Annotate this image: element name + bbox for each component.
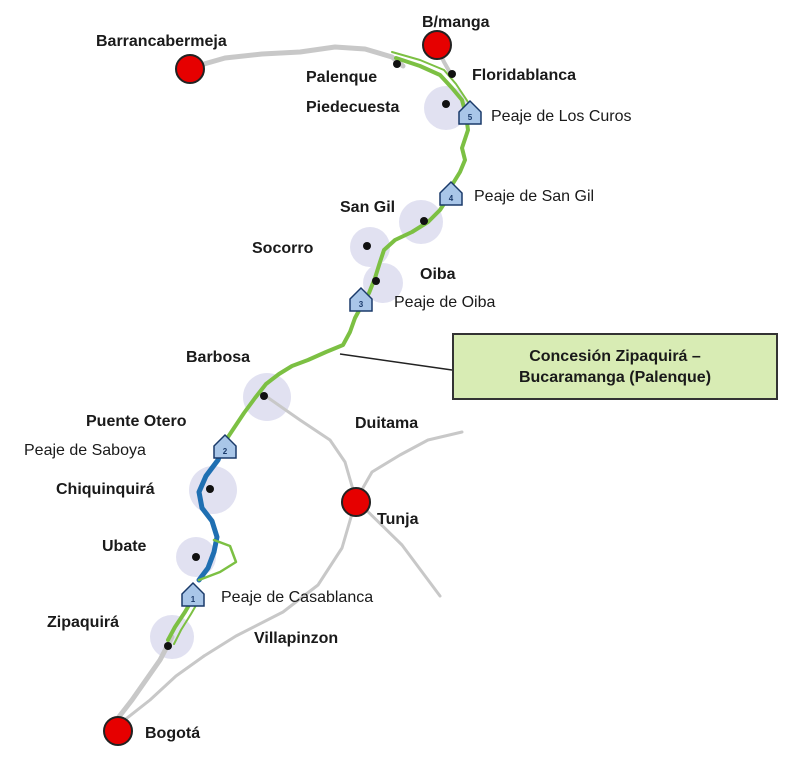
toll-badge-san-gil: 4 xyxy=(439,180,463,206)
route-north-double xyxy=(391,51,469,103)
capital-marker-bogota xyxy=(103,716,133,746)
dot-piedecuesta xyxy=(442,100,450,108)
toll-number: 1 xyxy=(191,595,196,604)
road-tunja-south xyxy=(202,498,358,658)
capital-marker-bmanga xyxy=(422,30,452,60)
toll-badge-los-curos: 5 xyxy=(458,99,482,125)
dot-ubate xyxy=(192,553,200,561)
capital-labels: Barrancabermeja B/manga Tunja Bogotá xyxy=(96,14,490,742)
dot-zipaquira xyxy=(164,642,172,650)
label-toll-los-curos: Peaje de Los Curos xyxy=(491,108,632,125)
toll-icon xyxy=(439,180,463,206)
label-toll-san-gil: Peaje de San Gil xyxy=(474,188,594,205)
dot-palenque xyxy=(393,60,401,68)
toll-badge-casablanca: 1 xyxy=(181,581,205,607)
label-ubate: Ubate xyxy=(102,538,147,555)
toll-icon xyxy=(349,286,373,312)
route-ubate-loop xyxy=(197,538,238,582)
town-halos xyxy=(150,86,468,659)
label-toll-casablanca: Peaje de Casablanca xyxy=(221,589,373,606)
toll-labels: Peaje de Los Curos Peaje de San Gil Peaj… xyxy=(24,108,632,606)
toll-number: 4 xyxy=(449,194,454,203)
route-main-green xyxy=(222,113,470,445)
concession-route xyxy=(166,51,470,645)
callout-line-2: Bucaramanga (Palenque) xyxy=(518,368,712,386)
town-labels: Palenque Floridablanca Piedecuesta San G… xyxy=(47,67,576,647)
label-duitama: Duitama xyxy=(355,415,418,432)
toll-badge-oiba: 3 xyxy=(349,286,373,312)
label-chiquinquira: Chiquinquirá xyxy=(56,481,155,498)
road-villapinzon-bogota xyxy=(120,654,206,724)
label-puente-otero: Puente Otero xyxy=(86,413,187,430)
label-bogota: Bogotá xyxy=(145,725,200,742)
label-toll-saboya: Peaje de Saboya xyxy=(24,442,146,459)
label-floridablanca: Floridablanca xyxy=(472,67,576,84)
capital-markers xyxy=(103,30,452,746)
road-barrancabermeja xyxy=(187,44,406,71)
route-blue xyxy=(196,440,227,583)
toll-badge-saboya: 2 xyxy=(213,433,237,459)
label-piedecuesta: Piedecuesta xyxy=(306,99,399,116)
toll-icon xyxy=(213,433,237,459)
dot-san-gil xyxy=(420,217,428,225)
toll-badges: 5 4 3 2 1 xyxy=(181,99,482,607)
label-san-gil: San Gil xyxy=(340,199,395,216)
toll-number: 2 xyxy=(223,447,228,456)
route-north xyxy=(394,56,468,117)
dot-floridablanca xyxy=(448,70,456,78)
label-zipaquira: Zipaquirá xyxy=(47,614,119,631)
toll-icon xyxy=(458,99,482,125)
toll-number: 3 xyxy=(359,300,364,309)
label-bmanga: B/manga xyxy=(422,14,490,31)
label-tunja: Tunja xyxy=(377,511,419,528)
toll-icon xyxy=(181,581,205,607)
capital-marker-barrancabermeja xyxy=(175,54,205,84)
dot-socorro xyxy=(363,242,371,250)
label-toll-oiba: Peaje de Oiba xyxy=(394,294,496,311)
road-duitama-tunja xyxy=(265,395,358,502)
capital-marker-tunja xyxy=(341,487,371,517)
road-bogota xyxy=(115,634,175,721)
label-barbosa: Barbosa xyxy=(186,349,250,366)
halo-oiba xyxy=(363,263,403,303)
label-barrancabermeja: Barrancabermeja xyxy=(96,33,227,50)
road-east xyxy=(354,498,442,598)
town-dots xyxy=(164,60,456,650)
label-oiba: Oiba xyxy=(420,266,456,283)
concession-callout: Concesión Zipaquirá – Bucaramanga (Palen… xyxy=(452,333,778,400)
dot-oiba xyxy=(372,277,380,285)
label-palenque: Palenque xyxy=(306,69,377,86)
secondary-roads xyxy=(115,44,464,724)
road-northeast xyxy=(354,430,464,502)
dot-barbosa xyxy=(260,392,268,400)
callout-leader xyxy=(339,353,453,371)
dot-chiquinquira xyxy=(206,485,214,493)
callout-line-1: Concesión Zipaquirá – xyxy=(529,347,701,365)
label-villapinzon: Villapinzon xyxy=(254,630,338,647)
label-socorro: Socorro xyxy=(252,240,314,257)
toll-number: 5 xyxy=(468,113,473,122)
